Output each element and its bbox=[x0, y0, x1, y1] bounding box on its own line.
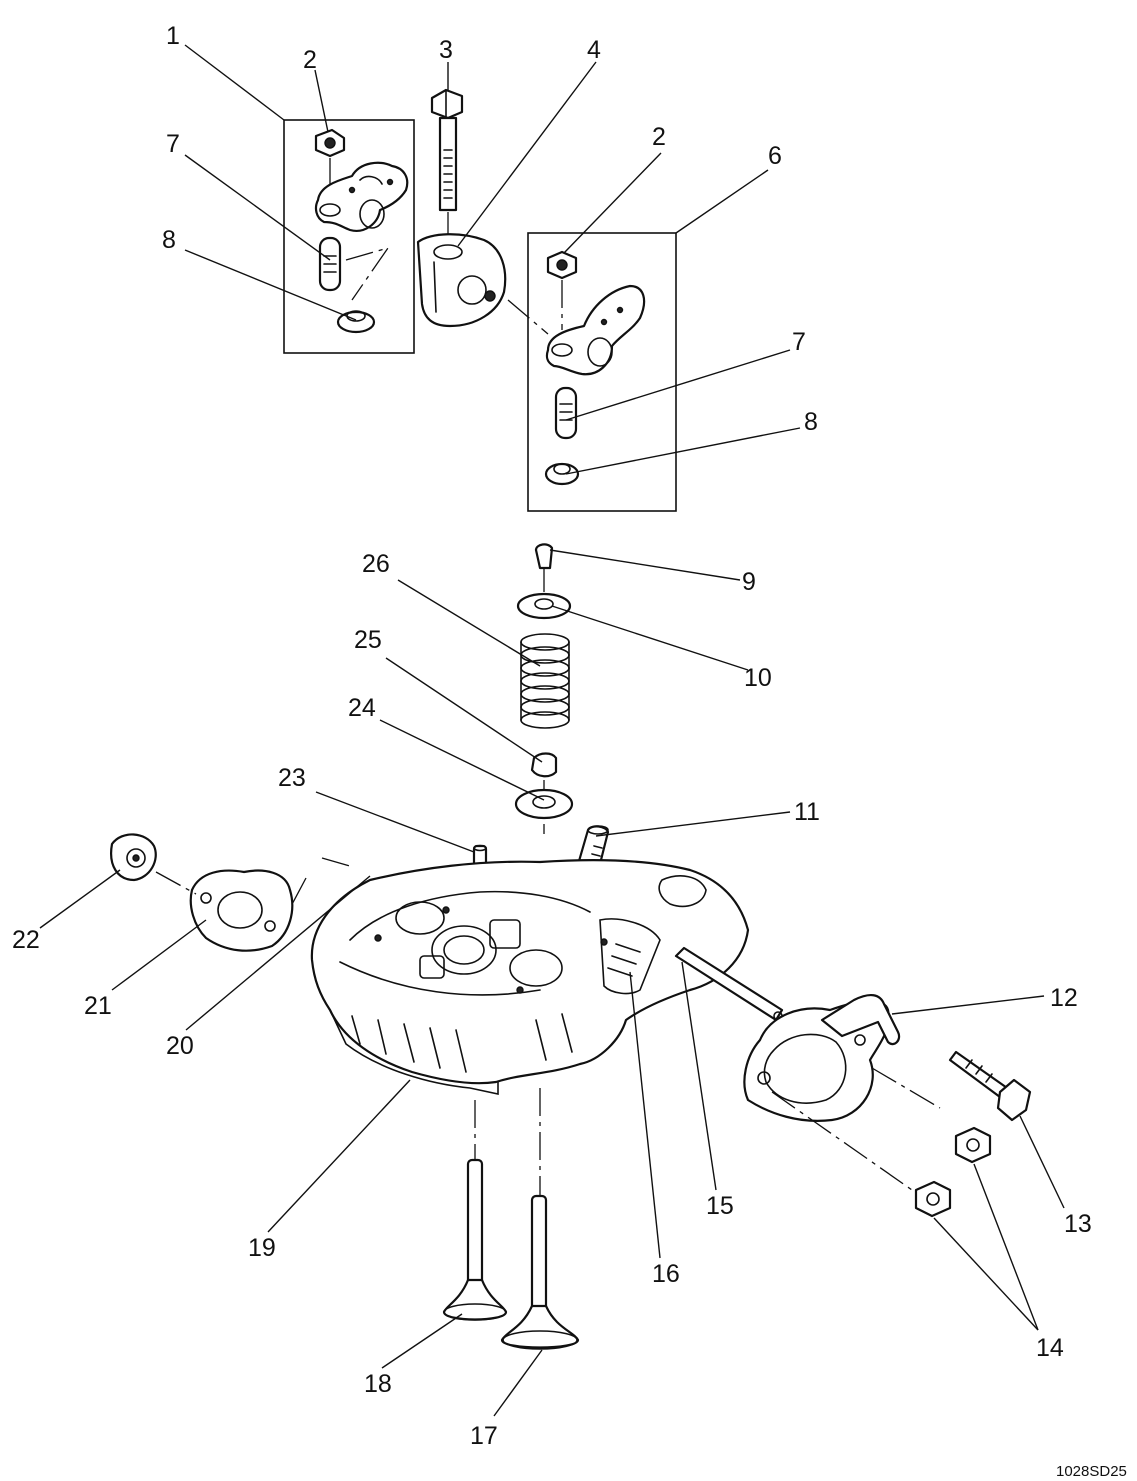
intake-gasket bbox=[189, 869, 294, 952]
intake-spacer-nut bbox=[110, 833, 157, 882]
rocker-stud-bolt bbox=[430, 88, 464, 212]
rocker-arm-left bbox=[314, 161, 409, 232]
callout-20: 20 bbox=[166, 1032, 194, 1060]
callout-2: 2 bbox=[652, 123, 666, 151]
callout-labels: 1 2 3 4 2 6 7 8 7 8 9 10 26 25 24 23 11 … bbox=[12, 22, 1092, 1450]
valve-keeper bbox=[534, 543, 554, 570]
callout-8: 8 bbox=[804, 408, 818, 436]
callout-17: 17 bbox=[470, 1422, 498, 1450]
pushrod-guide-right bbox=[544, 462, 580, 486]
callout-1: 1 bbox=[166, 22, 180, 50]
valve-spring bbox=[520, 633, 570, 729]
rocker-assembly-box-right bbox=[527, 232, 677, 512]
callout-3: 3 bbox=[439, 36, 453, 64]
callout-13: 13 bbox=[1064, 1210, 1092, 1238]
callout-leaders bbox=[39, 44, 1065, 1417]
spring-seat-washer bbox=[514, 788, 574, 820]
callout-15: 15 bbox=[706, 1192, 734, 1220]
valve-intake bbox=[442, 1158, 508, 1321]
callout-18: 18 bbox=[364, 1370, 392, 1398]
rocker-assembly-box-left bbox=[283, 119, 415, 354]
exhaust-nut-upper bbox=[954, 1126, 992, 1164]
figure-code: 1028SD25 bbox=[1056, 1463, 1127, 1480]
exhaust-bolt bbox=[948, 1050, 1032, 1122]
callout-10: 10 bbox=[744, 664, 772, 692]
callout-6: 6 bbox=[768, 142, 782, 170]
cylinder-head bbox=[310, 858, 750, 1095]
callout-7: 7 bbox=[166, 130, 180, 158]
callout-25: 25 bbox=[354, 626, 382, 654]
callout-4: 4 bbox=[587, 36, 601, 64]
callout-2: 2 bbox=[303, 46, 317, 74]
callout-23: 23 bbox=[278, 764, 306, 792]
exhaust-pipe-bracket bbox=[820, 994, 901, 1046]
valve-exhaust bbox=[500, 1194, 580, 1350]
callout-21: 21 bbox=[84, 992, 112, 1020]
callout-26: 26 bbox=[362, 550, 390, 578]
callout-11: 11 bbox=[794, 798, 820, 826]
callout-14: 14 bbox=[1036, 1334, 1064, 1362]
callout-24: 24 bbox=[348, 694, 376, 722]
callout-16: 16 bbox=[652, 1260, 680, 1288]
spring-retainer bbox=[516, 592, 572, 620]
rocker-arm-right bbox=[545, 284, 646, 376]
callout-8: 8 bbox=[162, 226, 176, 254]
rocker-pivot-right bbox=[554, 386, 578, 440]
callout-9: 9 bbox=[742, 568, 756, 596]
exhaust-nut-lower bbox=[914, 1180, 952, 1218]
rocker-support-bracket bbox=[416, 233, 507, 328]
callout-7: 7 bbox=[792, 328, 806, 356]
callout-12: 12 bbox=[1050, 984, 1078, 1012]
callout-19: 19 bbox=[248, 1234, 276, 1262]
rocker-nut-left bbox=[314, 128, 346, 158]
callout-22: 22 bbox=[12, 926, 40, 954]
rocker-pivot-left bbox=[318, 236, 342, 292]
rocker-nut-right bbox=[546, 250, 578, 280]
